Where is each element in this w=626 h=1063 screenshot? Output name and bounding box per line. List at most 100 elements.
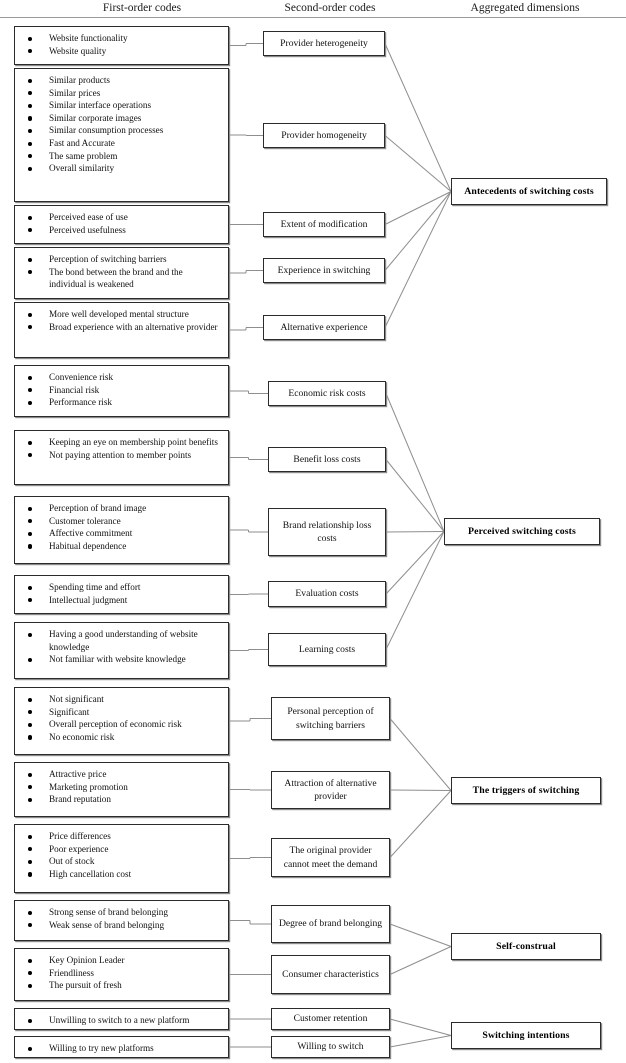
list-item: Website quality [15, 45, 222, 58]
bullet-icon [28, 388, 33, 393]
second-order-code-label: Provider homogeneity [281, 129, 367, 141]
second-order-code-box: Personal perception of switching barrier… [271, 697, 390, 740]
bullet-icon [28, 657, 33, 662]
list-item: Weak sense of brand belonging [15, 919, 222, 932]
first-order-code-group: Unwilling to switch to a new platform [14, 1008, 229, 1030]
list-item-label: Not paying attention to member points [49, 449, 192, 460]
list-item: Not familiar with website knowledge [15, 653, 222, 666]
list-item-label: Perception of switching barriers [49, 254, 167, 264]
list-item: Similar prices [15, 87, 222, 100]
list-item: The same problem [15, 150, 222, 163]
bullet-icon [28, 847, 33, 852]
bullet-icon [28, 375, 33, 380]
list-item-label: Customer tolerance [49, 515, 121, 526]
list-item: Not significant [15, 693, 222, 706]
aggregated-dimension-box: Switching intentions [451, 1022, 601, 1049]
column-header-first-order: First-order codes [102, 2, 182, 14]
list-item-label: Keeping an eye on membership point benef… [49, 437, 218, 447]
list-item-label: Marketing promotion [49, 781, 128, 792]
list-item: Attractive price [15, 768, 222, 781]
bullet-icon [28, 544, 33, 549]
bullet-icon [28, 722, 33, 727]
list-item-label: Website functionality [49, 33, 128, 43]
list-item-label: Perception of brand image [49, 503, 147, 513]
list-item: Similar consumption processes [15, 124, 222, 137]
list-item-label: Financial risk [49, 384, 100, 395]
first-order-code-group: Keeping an eye on membership point benef… [14, 430, 229, 485]
list-item-label: Overall perception of economic risk [49, 719, 182, 730]
bullet-icon [28, 958, 33, 963]
list-item-label: More well developed mental structure [49, 309, 189, 319]
list-item: No economic risk [15, 731, 222, 744]
list-item-label: Similar products [49, 75, 110, 85]
bullet-icon [28, 257, 33, 262]
list-item-label: No economic risk [49, 731, 115, 742]
second-order-code-label: Extent of modification [280, 218, 368, 230]
list-item-label: Attractive price [49, 769, 107, 779]
bullet-icon [28, 632, 33, 637]
list-item: Friendliness [15, 967, 222, 980]
list-item: Perceived ease of use [15, 211, 222, 224]
bullet-icon [28, 834, 33, 839]
bullet-icon [28, 585, 33, 590]
list-item-label: Convenience risk [49, 372, 114, 382]
second-order-code-box: Evaluation costs [268, 581, 386, 607]
bullet-icon [28, 166, 33, 171]
list-item: The bond between the brand and the indiv… [15, 266, 222, 291]
connector-second-to-aggregated [384, 191, 452, 271]
list-item-label: Similar prices [49, 87, 101, 98]
second-order-code-box: Experience in switching [263, 258, 385, 283]
first-order-code-list: Willing to try new platforms [15, 1042, 222, 1055]
connector-second-to-aggregated [389, 718, 452, 791]
list-item: Broad experience with an alternative pro… [15, 321, 222, 334]
bullet-icon [28, 49, 33, 54]
second-order-code-box: Learning costs [268, 633, 386, 666]
bullet-icon [28, 797, 33, 802]
bullet-icon [28, 128, 33, 134]
list-item-label: Spending time and effort [49, 582, 141, 592]
connector-second-to-aggregated [389, 946, 452, 975]
list-item-label: The bond between the brand and the indiv… [49, 266, 183, 290]
list-item: Willing to try new platforms [15, 1042, 222, 1055]
aggregated-dimension-label: Antecedents of switching costs [464, 185, 594, 197]
list-item-label: Poor experience [49, 843, 109, 854]
connector-second-to-aggregated [389, 789, 452, 791]
connector-second-to-aggregated [384, 43, 452, 192]
second-order-code-box: Provider homogeneity [263, 123, 385, 148]
list-item: Not paying attention to member points [15, 449, 222, 462]
list-item: Performance risk [15, 396, 222, 409]
second-order-code-label: Willing to switch [297, 1041, 364, 1053]
bullet-icon [28, 772, 33, 777]
bullet-icon [28, 270, 33, 275]
list-item: Out of stock [15, 855, 222, 868]
list-item-label: The same problem [49, 150, 118, 161]
list-item: Poor experience [15, 843, 222, 856]
second-order-code-label: Customer retention [293, 1013, 368, 1025]
list-item-label: Overall similarity [49, 163, 115, 174]
column-header-second-order: Second-order codes [284, 2, 376, 14]
list-item-label: Website quality [49, 45, 107, 56]
bullet-icon [28, 923, 33, 928]
bullet-icon [28, 325, 33, 330]
second-order-code-box: Brand relationship loss costs [268, 508, 386, 556]
connector-second-to-aggregated [385, 459, 445, 532]
list-item: Financial risk [15, 384, 222, 397]
bullet-icon [28, 312, 33, 317]
list-item: More well developed mental structure [15, 308, 222, 321]
second-order-code-box: Willing to switch [271, 1036, 390, 1058]
bullet-icon [28, 859, 33, 864]
second-order-code-label: Experience in switching [277, 264, 371, 276]
bullet-icon [28, 506, 33, 511]
list-item: The pursuit of fresh [15, 979, 222, 992]
bullet-icon [28, 400, 33, 405]
connector-second-to-aggregated [389, 1018, 452, 1036]
